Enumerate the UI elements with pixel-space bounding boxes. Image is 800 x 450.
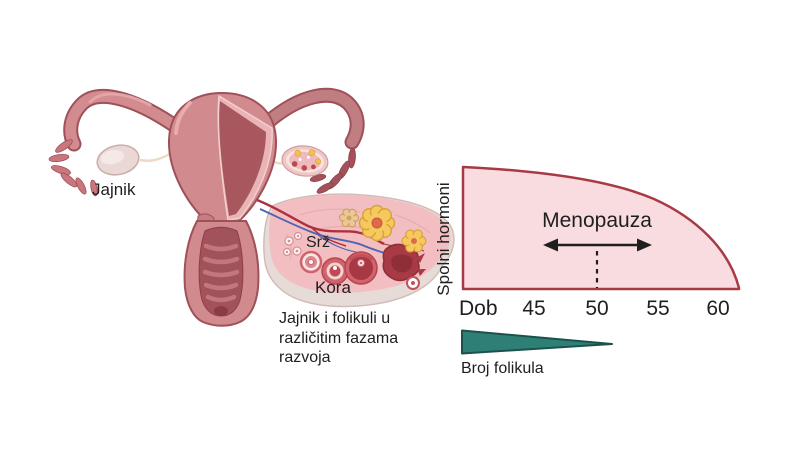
medulla-label: Srž bbox=[306, 234, 330, 251]
left-fimbriae-icon bbox=[48, 139, 98, 197]
follicle-count-label: Broj folikula bbox=[461, 360, 544, 377]
primordial-follicles bbox=[282, 231, 303, 257]
x-axis-label: Dob bbox=[459, 297, 498, 320]
follicle-count-wedge bbox=[461, 329, 613, 355]
hormone-chart bbox=[461, 165, 741, 355]
closeup-caption: Jajnik i folikuli u različitim fazama ra… bbox=[279, 310, 399, 366]
y-axis-label: Spolni hormoni bbox=[434, 182, 453, 296]
left-ovary bbox=[96, 144, 140, 176]
x-tick-45: 45 bbox=[522, 297, 546, 320]
ovary-closeup-illustration bbox=[256, 193, 455, 308]
uterus-cavity bbox=[219, 101, 266, 216]
right-fimbriae-icon bbox=[309, 147, 356, 194]
x-tick-60: 60 bbox=[706, 297, 730, 320]
released-oocyte bbox=[406, 276, 420, 290]
vagina bbox=[183, 220, 260, 327]
x-tick-50: 50 bbox=[585, 297, 609, 320]
menopause-span-arrow-icon bbox=[543, 238, 652, 252]
uterus-illustration bbox=[48, 87, 365, 327]
mature-follicle bbox=[344, 251, 378, 285]
left-fallopian-tube bbox=[63, 89, 186, 152]
cortex-label: Kora bbox=[315, 278, 351, 297]
corpus-albicans bbox=[339, 208, 359, 228]
menopause-label: Menopauza bbox=[542, 209, 652, 232]
primary-follicle bbox=[299, 250, 323, 274]
x-tick-55: 55 bbox=[646, 297, 670, 320]
corpus-luteum-large bbox=[358, 204, 396, 242]
secondary-follicle bbox=[321, 257, 349, 285]
vaginal-rugae bbox=[202, 243, 240, 303]
uterus-body bbox=[167, 91, 278, 235]
right-fallopian-tube bbox=[260, 87, 365, 150]
right-ovary-cross-section bbox=[281, 145, 329, 177]
hormone-area-curve bbox=[461, 165, 741, 291]
ovary-label: Jajnik bbox=[92, 180, 136, 199]
corpus-luteum-small bbox=[401, 229, 427, 253]
